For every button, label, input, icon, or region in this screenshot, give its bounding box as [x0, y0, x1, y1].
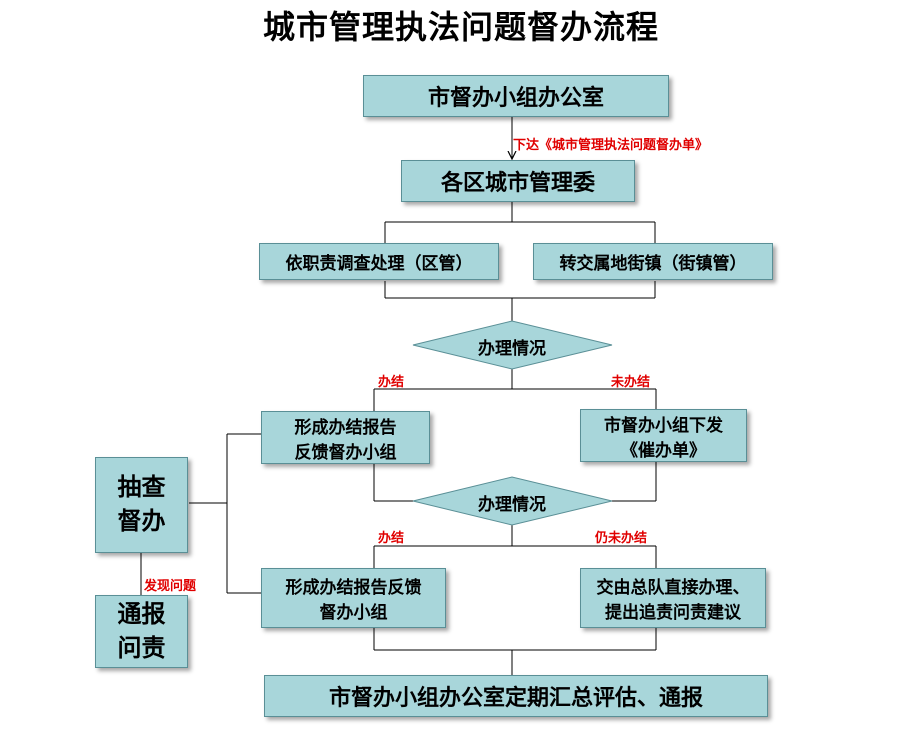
- transfer-street-box: 转交属地街镇（街镇管）: [533, 243, 773, 280]
- office-label: 市督办小组办公室: [427, 86, 604, 111]
- notify-line2: 问责: [117, 633, 166, 662]
- report2-line2: 督办小组: [319, 603, 388, 623]
- spot-check-line1: 抽查: [117, 473, 166, 502]
- report1-line2: 反馈督办小组: [294, 442, 397, 463]
- transfer-street-label: 转交属地街镇（街镇管）: [559, 254, 747, 274]
- report2-line1: 形成办结报告反馈: [285, 578, 422, 598]
- direct-line1: 交由总队直接办理、: [596, 578, 750, 598]
- report1-box: 形成办结报告 反馈督办小组: [261, 411, 430, 464]
- decision2-label: 办理情况: [478, 495, 546, 515]
- urge-line2: 《催办单》: [621, 440, 706, 461]
- decision-diamond-2: [412, 476, 613, 526]
- district-box: 各区城市管理委: [401, 160, 635, 202]
- still-not-done-note: 仍未办结: [595, 531, 648, 546]
- direct-handle-box: 交由总队直接办理、 提出追责问责建议: [580, 568, 766, 628]
- not-done1-note: 未办结: [611, 375, 651, 390]
- spot-check-line2: 督办: [117, 507, 166, 535]
- decision-diamond-1: [412, 320, 613, 370]
- decision1-label: 办理情况: [478, 339, 546, 359]
- notify-line1: 通报: [117, 599, 166, 628]
- spot-check-box: 抽查 督办: [95, 457, 188, 553]
- urge-box: 市督办小组下发 《催办单》: [580, 409, 747, 462]
- direct-line2: 提出追责问责建议: [605, 603, 741, 623]
- handle-by-duty-box: 依职责调查处理（区管）: [259, 243, 499, 280]
- diagram-title: 城市管理执法问题督办流程: [262, 8, 659, 46]
- handle-by-duty-label: 依职责调查处理（区管）: [285, 254, 473, 274]
- final-label: 市督办小组办公室定期汇总评估、通报: [328, 686, 703, 711]
- district-label: 各区城市管理委: [440, 171, 595, 196]
- report1-line1: 形成办结报告: [294, 417, 397, 438]
- report2-box: 形成办结报告反馈 督办小组: [261, 568, 446, 628]
- done2-note: 办结: [378, 531, 405, 546]
- notify-box: 通报 问责: [95, 595, 188, 668]
- found-problem-note: 发现问题: [144, 579, 197, 594]
- urge-line1: 市督办小组下发: [604, 415, 723, 436]
- office-box: 市督办小组办公室: [363, 75, 669, 117]
- issue-note: 下达《城市管理执法问题督办单》: [513, 138, 709, 153]
- final-box: 市督办小组办公室定期汇总评估、通报: [264, 675, 768, 717]
- done1-note: 办结: [378, 375, 405, 390]
